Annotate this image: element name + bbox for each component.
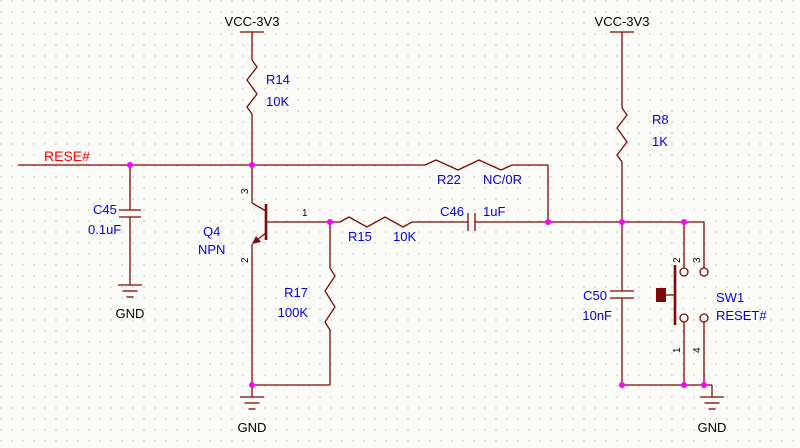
R8-designator[interactable]: R8 xyxy=(652,112,669,127)
resistor-R8[interactable]: R8 1K xyxy=(616,107,669,163)
junction-dot xyxy=(701,382,707,388)
transistor-emitter-arrow-icon xyxy=(252,236,261,244)
resistor-body-icon xyxy=(339,216,413,228)
SW1-pin-2: 2 xyxy=(672,257,683,263)
junction-dot xyxy=(681,382,687,388)
Q4-value[interactable]: NPN xyxy=(198,242,225,257)
power-port-vcc-left[interactable]: VCC-3V3 xyxy=(225,14,280,33)
wires[interactable] xyxy=(18,32,713,397)
C50-designator[interactable]: C50 xyxy=(583,288,607,303)
gnd-middle-label[interactable]: GND xyxy=(238,420,267,435)
Q4-pin-1: 1 xyxy=(302,208,308,219)
resistor-R17[interactable]: R17 100K xyxy=(278,267,336,331)
junction-dot xyxy=(619,219,625,225)
R17-designator[interactable]: R17 xyxy=(284,285,308,300)
power-port-vcc-right[interactable]: VCC-3V3 xyxy=(595,14,650,33)
transistor-collector-icon xyxy=(251,202,267,212)
resistor-R22[interactable]: R22 NC/0R xyxy=(424,159,522,187)
C46-designator[interactable]: C46 xyxy=(440,204,464,219)
R15-value[interactable]: 10K xyxy=(393,229,416,244)
switch-button-icon xyxy=(656,288,666,302)
resistor-body-icon xyxy=(616,107,628,163)
R14-value[interactable]: 10K xyxy=(266,94,289,109)
capacitor-C46[interactable]: C46 1uF xyxy=(440,204,505,231)
junction-dot xyxy=(249,162,255,168)
junction-dot xyxy=(619,382,625,388)
SW1-pin-4: 4 xyxy=(692,347,703,353)
junction-dot xyxy=(327,219,333,225)
switch-contact-icon xyxy=(699,267,709,277)
Q4-designator[interactable]: Q4 xyxy=(203,224,220,239)
junction-dot xyxy=(681,219,687,225)
SW1-designator[interactable]: SW1 xyxy=(716,290,744,305)
power-port-gnd-middle[interactable]: GND xyxy=(238,396,267,435)
switch-contact-icon xyxy=(699,313,709,323)
capacitor-C45[interactable]: C45 0.1uF xyxy=(88,202,141,237)
power-port-gnd-right[interactable]: GND xyxy=(698,396,727,435)
R17-value[interactable]: 100K xyxy=(278,305,309,320)
resistor-body-icon xyxy=(424,159,513,171)
junction-dot xyxy=(127,162,133,168)
switch-SW1[interactable]: 2 3 1 4 SW1 RESET# xyxy=(656,257,767,353)
capacitor-C50[interactable]: C50 10nF xyxy=(582,288,634,323)
C46-value[interactable]: 1uF xyxy=(483,204,505,219)
junction-dots xyxy=(127,162,707,388)
transistor-Q4[interactable]: Q4 NPN 3 1 2 xyxy=(198,188,308,263)
junction-dot xyxy=(545,219,551,225)
switch-contact-icon xyxy=(679,267,689,277)
resistor-R14[interactable]: R14 10K xyxy=(246,59,290,115)
junction-dot xyxy=(249,382,255,388)
R22-value[interactable]: NC/0R xyxy=(483,172,522,187)
C50-value[interactable]: 10nF xyxy=(582,308,612,323)
SW1-value[interactable]: RESET# xyxy=(716,308,767,323)
gnd-right-label[interactable]: GND xyxy=(698,420,727,435)
C45-designator[interactable]: C45 xyxy=(93,202,117,217)
R8-value[interactable]: 1K xyxy=(652,134,668,149)
vcc-left-label[interactable]: VCC-3V3 xyxy=(225,14,280,29)
gnd-left-label[interactable]: GND xyxy=(116,306,145,321)
SW1-pin-3: 3 xyxy=(692,257,703,263)
resistor-body-icon xyxy=(246,59,258,115)
SW1-pin-1: 1 xyxy=(672,347,683,353)
C45-value[interactable]: 0.1uF xyxy=(88,222,121,237)
Q4-pin-2: 2 xyxy=(240,257,251,263)
R15-designator[interactable]: R15 xyxy=(348,229,372,244)
R14-designator[interactable]: R14 xyxy=(266,72,290,87)
switch-contact-icon xyxy=(679,313,689,323)
resistor-R15[interactable]: R15 10K xyxy=(339,216,416,244)
vcc-right-label[interactable]: VCC-3V3 xyxy=(595,14,650,29)
R22-designator[interactable]: R22 xyxy=(437,172,461,187)
power-port-gnd-left[interactable]: GND xyxy=(116,284,145,321)
resistor-body-icon xyxy=(324,267,336,331)
Q4-pin-3: 3 xyxy=(240,188,251,194)
net-label-reset[interactable]: RESE# xyxy=(44,148,90,164)
